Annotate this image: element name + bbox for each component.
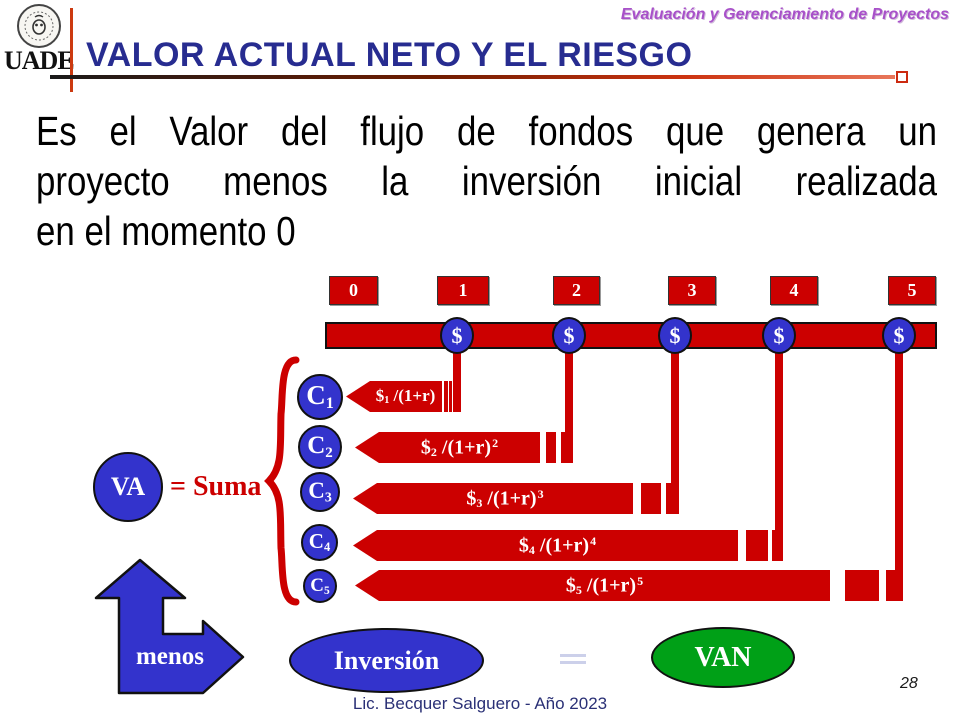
dollar-marker-4: $ — [762, 317, 796, 354]
arrow-label-2: $2 /(1+r)2 — [420, 435, 499, 459]
dollar-sign: $ — [893, 322, 905, 348]
arrow-dash — [641, 483, 661, 514]
timeline-period-box-4: 4 — [770, 276, 818, 305]
dollar-sign: $ — [773, 322, 785, 348]
definition-paragraph: Es el Valor del flujo de fondos que gene… — [36, 106, 937, 256]
timeline-period-box-5: 5 — [888, 276, 936, 305]
flow-dropline-3 — [671, 349, 679, 514]
dollar-sign: $ — [563, 322, 575, 348]
timeline-period-box-3: 3 — [668, 276, 716, 305]
discount-arrow-4: $4 /(1+r)4 — [353, 530, 738, 561]
definition-line-2: proyecto menos la inversión inicial real… — [36, 158, 937, 204]
discount-arrow-5: $5 /(1+r)5 — [355, 570, 830, 601]
page-number: 28 — [900, 675, 918, 692]
inversion-ellipse: Inversión — [289, 628, 484, 693]
arrow-dash — [444, 381, 448, 412]
cashflow-circle-c1: C1 — [297, 374, 343, 420]
timeline-period-box-0: 0 — [329, 276, 378, 305]
flow-dropline-5 — [895, 349, 903, 601]
arrow-label-5: $5 /(1+r)5 — [565, 573, 644, 597]
discount-arrow-3: $3 /(1+r)3 — [353, 483, 633, 514]
arrow-dash — [449, 381, 452, 412]
sum-brace — [264, 356, 300, 606]
timeline-bar — [325, 322, 937, 349]
menos-label: menos — [135, 643, 205, 670]
equals-suma-label: = Suma — [170, 471, 262, 502]
dollar-sign: $ — [451, 322, 463, 348]
arrow-label-3: $3 /(1+r)3 — [466, 486, 544, 510]
van-ellipse: VAN — [651, 627, 795, 688]
arrow-label-4: $4 /(1+r)4 — [518, 533, 597, 557]
flow-dropline-1 — [453, 349, 461, 412]
arrow-dash — [666, 483, 674, 514]
arrow-dash — [546, 432, 556, 463]
header-vertical-rule — [70, 8, 73, 92]
discount-arrow-1: $1 /(1+r) — [346, 381, 442, 412]
flow-dropline-4 — [775, 349, 783, 561]
dollar-marker-1: $ — [440, 317, 474, 354]
course-name: Evaluación y Gerenciamiento de Proyectos — [620, 6, 949, 23]
dollar-marker-2: $ — [552, 317, 586, 354]
uade-seal-icon — [17, 4, 61, 48]
dollar-marker-5: $ — [882, 317, 916, 354]
arrow-label-1: $1 /(1+r) — [375, 386, 436, 407]
cashflow-circle-c4: C4 — [301, 524, 338, 561]
definition-line-3: en el momento 0 — [36, 208, 296, 254]
timeline-period-box-2: 2 — [553, 276, 600, 305]
menos-arrow — [94, 558, 245, 695]
arrow-dash — [845, 570, 879, 601]
title-underline — [50, 75, 895, 79]
timeline-period-box-1: 1 — [437, 276, 489, 305]
arrow-dash — [746, 530, 768, 561]
cashflow-circle-c5: C5 — [303, 569, 337, 603]
uade-logo-text: UADE — [4, 46, 75, 75]
discount-arrow-2: $2 /(1+r)2 — [355, 432, 540, 463]
author-credit: Lic. Becquer Salguero - Año 2023 — [352, 694, 608, 713]
arrow-dash — [886, 570, 895, 601]
cashflow-circle-c3: C3 — [300, 472, 340, 512]
definition-line-1: Es el Valor del flujo de fondos que gene… — [36, 108, 937, 154]
title-underline-endcap — [896, 71, 908, 83]
slide-title: VALOR ACTUAL NETO Y EL RIESGO — [86, 36, 693, 74]
va-circle: VA — [93, 452, 163, 522]
dollar-sign: $ — [669, 322, 681, 348]
dollar-marker-3: $ — [658, 317, 692, 354]
arrow-dash — [561, 432, 568, 463]
arrow-dash — [772, 530, 778, 561]
flow-dropline-2 — [565, 349, 573, 463]
cashflow-circle-c2: C2 — [298, 425, 342, 469]
ghost-equals-icon — [560, 654, 586, 668]
